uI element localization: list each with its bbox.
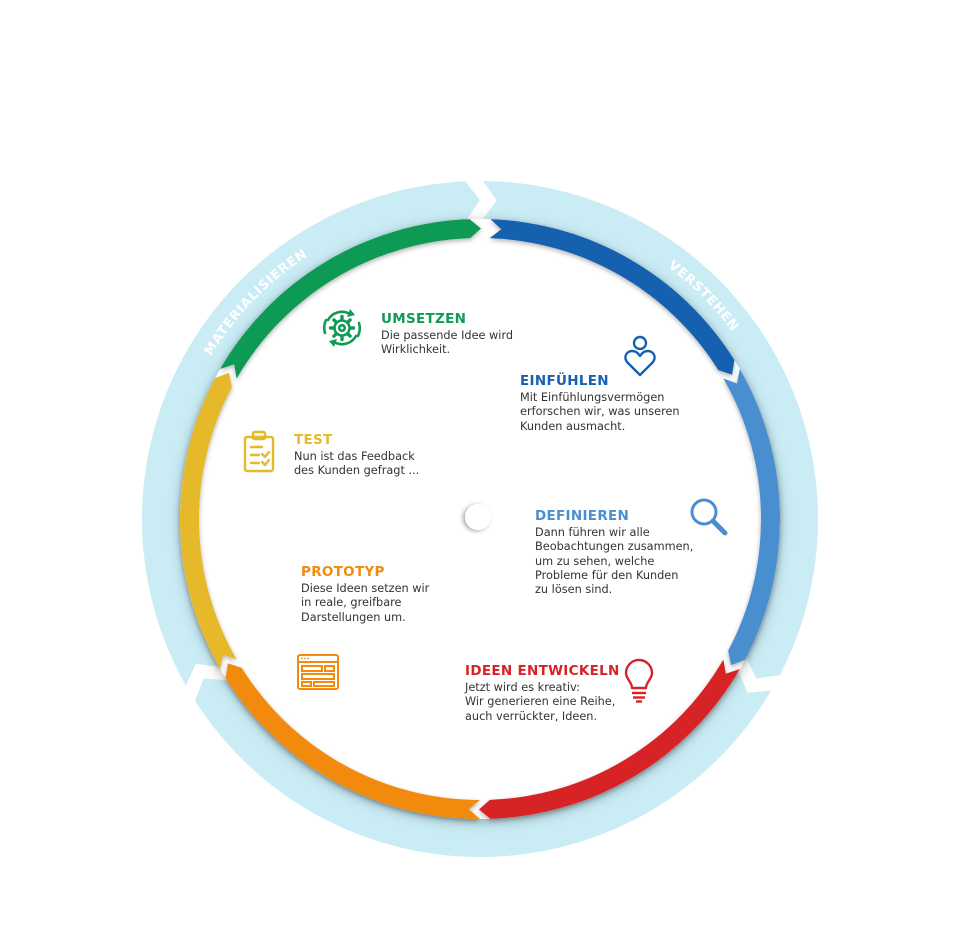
segment-definieren (723, 369, 780, 666)
description-line: Probleme für den Kunden (535, 568, 679, 582)
segment-einfuehlen (489, 219, 735, 375)
description-line: Darstellungen um. (301, 610, 406, 624)
description-line: Die passende Idee wird (381, 329, 514, 342)
phase-title-prototyp: PROTOTYP (301, 564, 385, 580)
segment-test (180, 372, 237, 669)
description-line: Kunden ausmacht. (520, 419, 626, 433)
phase-title-test: TEST (294, 432, 333, 448)
phase-ideen-entwickeln: IDEEN ENTWICKELN Jetzt wird es kreativ: … (465, 663, 620, 724)
phase-definieren: DEFINIEREN Dann führen wir alle Beobacht… (535, 508, 693, 597)
outer-ring-arc (194, 671, 772, 858)
description-line: des Kunden gefragt ... (294, 464, 420, 478)
outer-ring-arc (482, 181, 819, 679)
person-heart-icon (624, 335, 656, 377)
phase-title-einfuehlen: EINFÜHLEN (520, 373, 609, 389)
segment-ideen (478, 659, 740, 819)
phase-description-prototyp: Diese Ideen setzen wir in reale, greifba… (301, 582, 429, 625)
description-line: Beobachtungen zusammen, (535, 540, 694, 554)
segment-prototyp (225, 663, 480, 819)
phase-title-umsetzen: UMSETZEN (381, 311, 467, 327)
description-line: Wirklichkeit. (381, 343, 451, 357)
phase-segments (180, 219, 780, 819)
description-line: um zu sehen, welche (535, 554, 655, 568)
description-line: Dann führen wir alle (535, 526, 650, 539)
description-line: erforschen wir, was unseren (520, 405, 680, 419)
phase-description-definieren: Dann führen wir alle Beobachtungen zusam… (535, 526, 693, 597)
outer-ring (141, 181, 819, 858)
browser-wireframe-icon (297, 654, 339, 690)
description-line: Diese Ideen setzen wir (301, 582, 430, 595)
phase-description-ideen: Jetzt wird es kreativ: Wir generieren ei… (465, 681, 620, 724)
segment-umsetzen (220, 219, 482, 379)
phase-title-definieren: DEFINIEREN (535, 508, 630, 524)
phase-test: TEST Nun ist das Feedback des Kunden gef… (294, 432, 419, 479)
lightbulb-icon (624, 658, 654, 703)
center-dot (465, 504, 491, 530)
description-line: in reale, greifbare (301, 596, 402, 610)
phase-description-test: Nun ist das Feedback des Kunden gefragt … (294, 450, 419, 479)
description-line: Mit Einfühlungsvermögen (520, 391, 665, 404)
description-line: Jetzt wird es kreativ: (465, 681, 580, 694)
description-line: Nun ist das Feedback (294, 450, 415, 463)
description-line: Wir generieren eine Reihe, (465, 695, 616, 709)
ring-label-erkunden: ERKUNDEN (442, 412, 530, 431)
phase-umsetzen: UMSETZEN Die passende Idee wird Wirklich… (381, 311, 513, 358)
clipboard-check-icon (243, 430, 275, 473)
phase-description-einfuehlen: Mit Einfühlungsvermögen erforschen wir, … (520, 391, 680, 434)
phase-prototyp: PROTOTYP Diese Ideen setzen wir in reale… (301, 564, 429, 625)
center-dot-circle (465, 504, 491, 530)
outer-ring-arc (141, 181, 481, 686)
phase-einfuehlen: EINFÜHLEN Mit Einfühlungsvermögen erfors… (520, 373, 680, 434)
phase-description-umsetzen: Die passende Idee wird Wirklichkeit. (381, 329, 513, 358)
gear-cycle-icon (322, 309, 362, 347)
phase-title-ideen: IDEEN ENTWICKELN (465, 663, 620, 679)
magnifier-icon (690, 498, 728, 536)
description-line: auch verrückter, Ideen. (465, 709, 598, 723)
description-line: zu lösen sind. (535, 583, 613, 597)
